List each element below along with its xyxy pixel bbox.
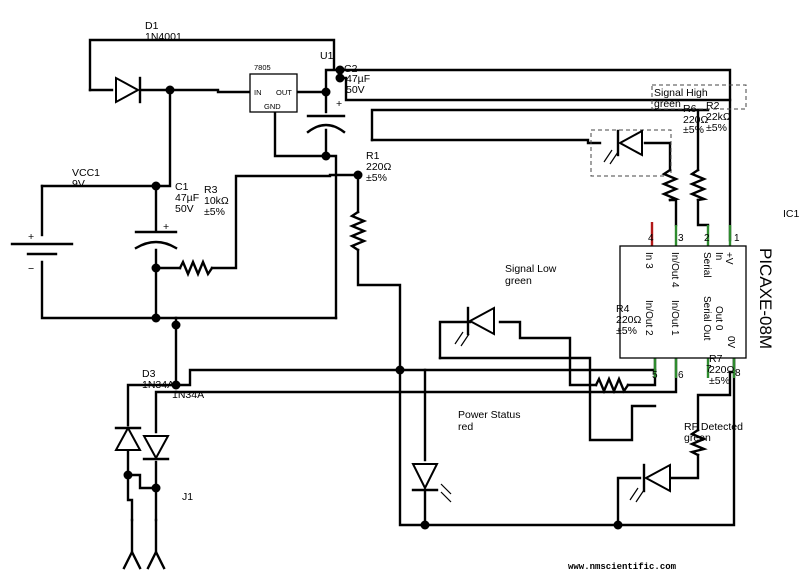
battery-vcc1: + − VCC1 9V bbox=[10, 167, 100, 275]
svg-text:In: In bbox=[713, 252, 724, 260]
led-power-status: Power Status red bbox=[411, 409, 520, 503]
svg-text:50V: 50V bbox=[175, 203, 194, 215]
diode-d1: D1 1N4001 bbox=[115, 20, 182, 104]
svg-text:green: green bbox=[654, 98, 681, 110]
svg-text:R6: R6 bbox=[683, 103, 697, 115]
capacitor-c1: + C1 47µF 50V bbox=[134, 181, 199, 250]
svg-text:R4: R4 bbox=[616, 303, 630, 315]
svg-text:U1: U1 bbox=[320, 50, 334, 62]
svg-text:Serial Out: Serial Out bbox=[701, 296, 712, 341]
svg-text:+: + bbox=[28, 231, 34, 243]
svg-text:VCC1: VCC1 bbox=[72, 167, 100, 179]
svg-text:±5%: ±5% bbox=[366, 172, 387, 184]
svg-text:Out 0: Out 0 bbox=[713, 306, 724, 331]
led-signal-low: Signal Low green bbox=[454, 263, 557, 347]
svg-text:±5%: ±5% bbox=[616, 325, 637, 337]
svg-text:Serial: Serial bbox=[701, 252, 712, 278]
resistor-r1: R1 220Ω ±5% bbox=[348, 150, 392, 252]
svg-text:D1: D1 bbox=[145, 20, 159, 32]
svg-text:50V: 50V bbox=[346, 84, 365, 96]
svg-text:5: 5 bbox=[652, 370, 658, 381]
svg-text:Signal Low: Signal Low bbox=[505, 263, 557, 275]
svg-text:9V: 9V bbox=[72, 178, 85, 190]
svg-text:OUT: OUT bbox=[276, 88, 292, 97]
svg-text:C2: C2 bbox=[344, 63, 358, 75]
svg-text:R1: R1 bbox=[366, 150, 380, 162]
svg-text:Signal High: Signal High bbox=[654, 87, 708, 99]
svg-text:±5%: ±5% bbox=[683, 124, 704, 136]
ic-picaxe-08m: IC1 PICAXE-08M 4 3 2 1 5 6 7 8 In 3 In/O… bbox=[619, 208, 800, 381]
svg-text:6: 6 bbox=[678, 370, 684, 381]
svg-text:R7: R7 bbox=[709, 353, 723, 365]
svg-text:1N34A: 1N34A bbox=[172, 389, 204, 401]
antenna-j1: J1 bbox=[122, 491, 193, 570]
svg-text:7: 7 bbox=[706, 364, 712, 375]
resistor-r2: R2 22kΩ ±5% bbox=[688, 100, 731, 202]
svg-text:±5%: ±5% bbox=[709, 375, 730, 387]
svg-text:4: 4 bbox=[648, 233, 654, 244]
resistor-r6: R6 220Ω ±5% bbox=[660, 103, 709, 202]
svg-text:RF Detected: RF Detected bbox=[684, 421, 743, 433]
svg-text:0V: 0V bbox=[725, 336, 736, 349]
svg-text:220Ω: 220Ω bbox=[709, 364, 735, 376]
svg-text:10kΩ: 10kΩ bbox=[204, 195, 229, 207]
svg-text:220Ω: 220Ω bbox=[366, 161, 392, 173]
svg-text:PICAXE-08M: PICAXE-08M bbox=[756, 248, 775, 349]
svg-text:R3: R3 bbox=[204, 184, 218, 196]
svg-text:GND: GND bbox=[264, 102, 281, 111]
svg-text:In 3: In 3 bbox=[643, 252, 654, 269]
svg-text:3: 3 bbox=[678, 233, 684, 244]
svg-text:47µF: 47µF bbox=[175, 192, 199, 204]
svg-text:220Ω: 220Ω bbox=[683, 114, 709, 126]
diode-d3: D3 1N34A 1N34A bbox=[114, 368, 204, 461]
svg-text:green: green bbox=[684, 432, 711, 444]
svg-text:7805: 7805 bbox=[254, 63, 271, 72]
resistor-r4: R4 220Ω ±5% bbox=[594, 303, 642, 395]
svg-text:220Ω: 220Ω bbox=[616, 314, 642, 326]
svg-text:J1: J1 bbox=[182, 491, 193, 503]
svg-text:+: + bbox=[163, 221, 169, 233]
svg-text:1: 1 bbox=[734, 233, 740, 244]
website-url: www.nmscientific.com bbox=[568, 562, 677, 572]
svg-text:1N34A: 1N34A bbox=[142, 379, 174, 391]
svg-text:Power Status: Power Status bbox=[458, 409, 520, 421]
led-rf-detected: RF Detected green bbox=[629, 421, 743, 503]
resistor-r7: R7 220Ω ±5% bbox=[688, 353, 735, 457]
svg-text:2: 2 bbox=[704, 233, 710, 244]
svg-text:±5%: ±5% bbox=[204, 206, 225, 218]
svg-text:±5%: ±5% bbox=[706, 122, 727, 134]
svg-text:+: + bbox=[336, 98, 342, 110]
svg-text:8: 8 bbox=[735, 368, 741, 379]
svg-text:R2: R2 bbox=[706, 100, 720, 112]
svg-text:1N4001: 1N4001 bbox=[145, 31, 182, 43]
svg-text:47µF: 47µF bbox=[346, 73, 370, 85]
svg-text:In/Out 4: In/Out 4 bbox=[669, 252, 680, 288]
svg-text:In/Out 1: In/Out 1 bbox=[669, 300, 680, 336]
svg-text:green: green bbox=[505, 275, 532, 287]
ic-pin-leads bbox=[650, 222, 736, 378]
svg-text:IC1: IC1 bbox=[783, 208, 800, 220]
svg-text:−: − bbox=[28, 263, 34, 275]
svg-text:red: red bbox=[458, 421, 473, 433]
resistor-r3: R3 10kΩ ±5% bbox=[178, 184, 229, 278]
capacitor-c2: + C2 47µF 50V bbox=[306, 63, 370, 134]
led-signal-high: Signal High green bbox=[590, 84, 747, 177]
svg-text:22kΩ: 22kΩ bbox=[706, 111, 731, 123]
svg-text:D3: D3 bbox=[142, 368, 156, 380]
junction-dots bbox=[123, 65, 623, 530]
regulator-u1: 7805 IN OUT GND U1 bbox=[249, 50, 334, 113]
svg-text:IN: IN bbox=[254, 88, 262, 97]
svg-text:C1: C1 bbox=[175, 181, 189, 193]
svg-text:+V: +V bbox=[723, 252, 734, 265]
svg-text:In/Out 2: In/Out 2 bbox=[643, 300, 654, 336]
